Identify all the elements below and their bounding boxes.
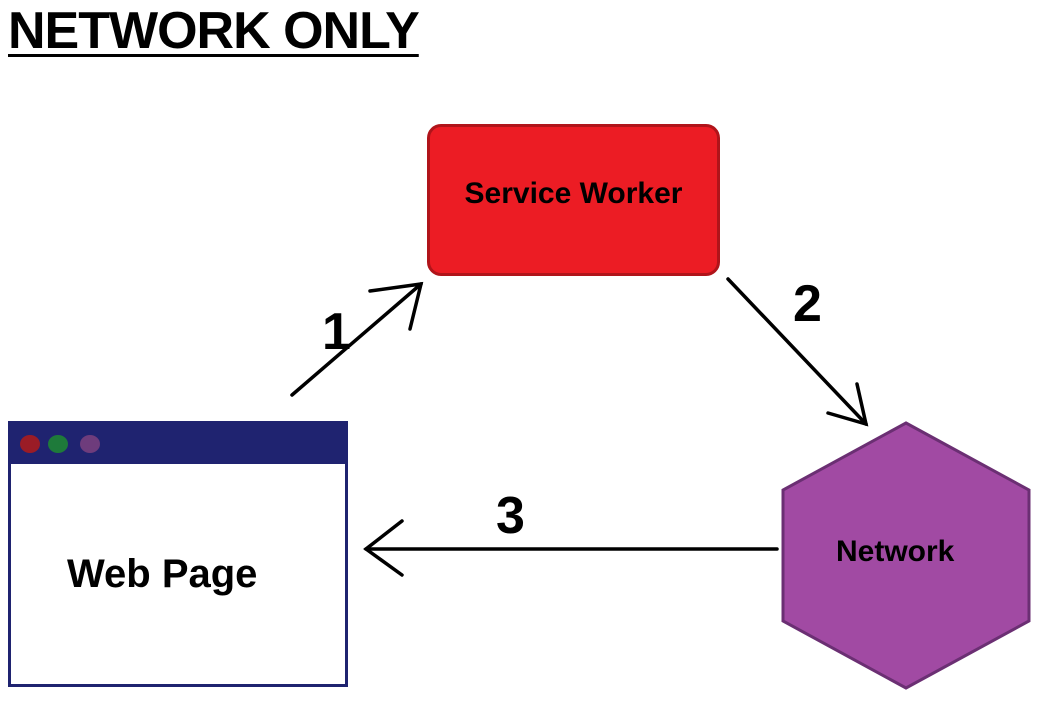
minimize-dot-icon [80, 435, 100, 453]
page-title: NETWORK ONLY [8, 2, 420, 60]
arrow-step-2 [726, 277, 869, 427]
step-1-label: 1 [322, 303, 351, 361]
service-worker-node: Service Worker [427, 124, 720, 276]
arrow-step-3 [363, 519, 779, 577]
service-worker-label: Service Worker [464, 177, 683, 210]
web-page-label: Web Page [67, 552, 258, 596]
arrow-step-1 [290, 281, 424, 397]
close-dot-icon [20, 435, 40, 453]
step-3-label: 3 [496, 487, 525, 545]
network-hexagon [781, 421, 1031, 690]
step-2-label: 2 [793, 275, 822, 333]
network-label: Network [836, 535, 955, 568]
browser-title-bar [11, 424, 345, 464]
maximize-dot-icon [48, 435, 68, 453]
web-page-node: Web Page [8, 421, 348, 687]
